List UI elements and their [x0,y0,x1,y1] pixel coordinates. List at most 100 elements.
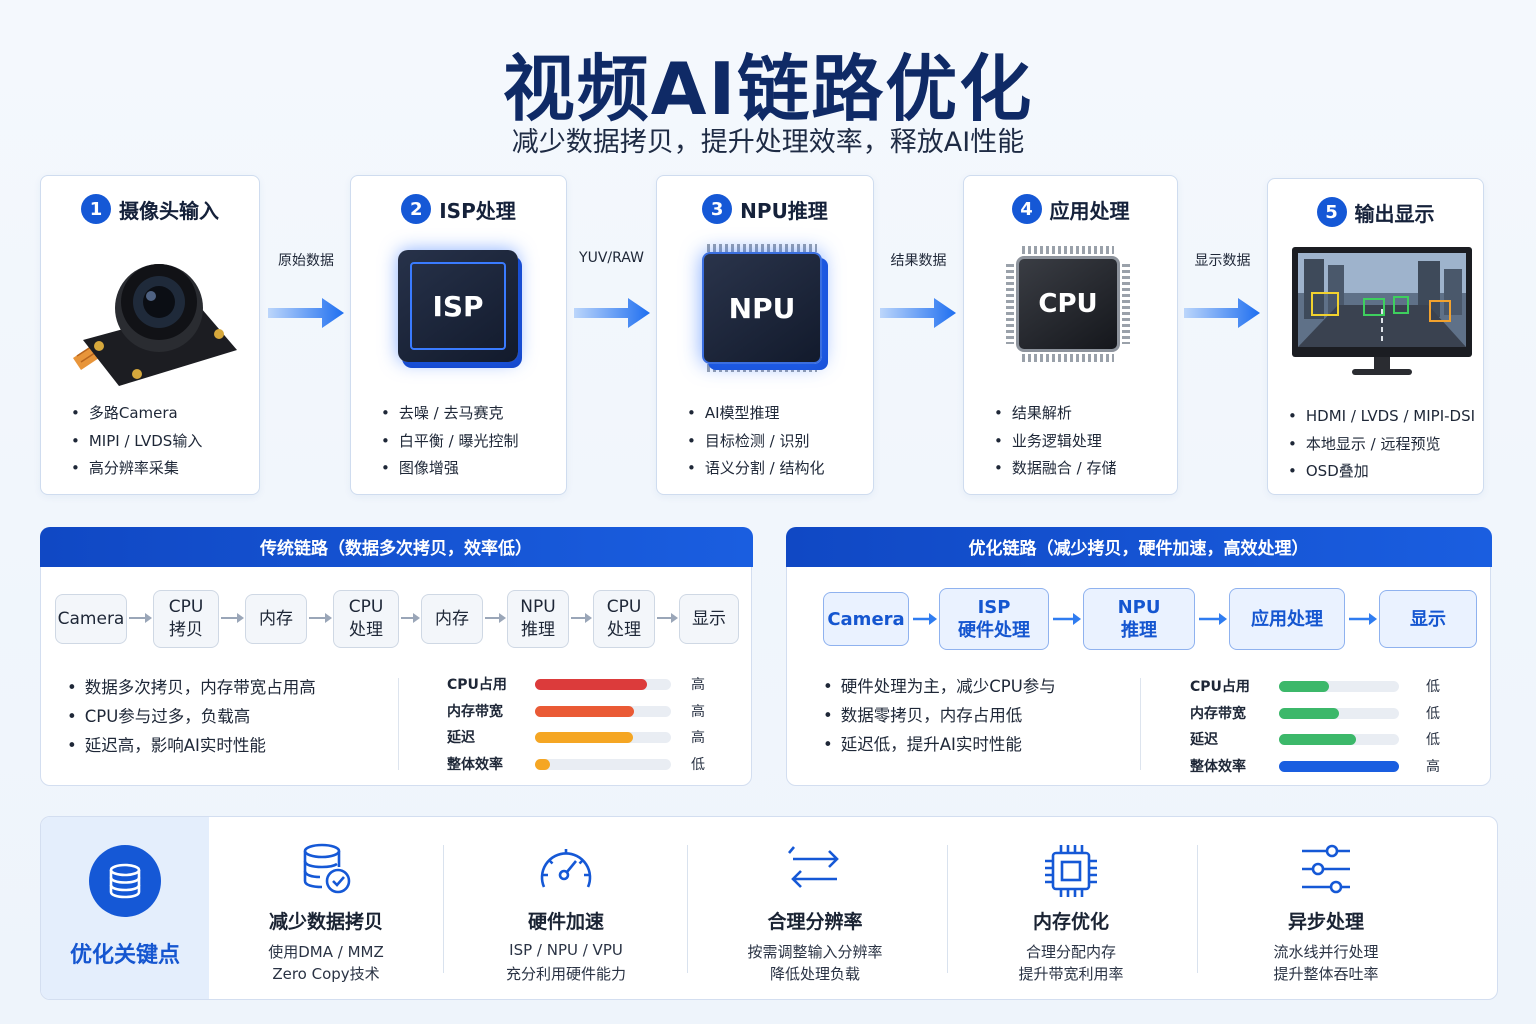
metric-bar-fill [535,679,647,690]
stage-card-display: 5 输出显示 HDMI / LVDS / MIPI-DSI 本地显示 / 远程预… [1267,178,1484,495]
metric-bar-track [535,732,671,743]
traditional-chain-title: 传统链路（数据多次拷贝，效率低） [39,526,753,567]
isp-chip-icon: ISP [398,250,518,362]
metric-label: 延迟 [1190,732,1218,748]
stage-title: ISP处理 [439,198,516,223]
metric-bar-track [1279,681,1399,692]
flow-arrow-icon [268,298,344,328]
stage-card-isp: 2 ISP处理 ISP 去噪 / 去马赛克 白平衡 / 曝光控制 图像增强 [350,175,567,495]
key-points-title: 优化关键点 [69,943,180,968]
metric-level: 低 [1426,732,1440,748]
metric-bar-track [535,705,671,717]
opt-node: 应用处理 [1229,588,1345,650]
step-number-badge: 1 [81,194,111,224]
flow-label-display: 显示数据 [1194,253,1251,269]
metric-level: 高 [691,677,705,693]
metric-label: CPU占用 [1190,679,1250,695]
optimized-chain-title: 优化链路（减少拷贝，硬件加速，高效处理） [785,526,1492,567]
metric-bar-track [1279,760,1399,772]
metric-bar-fill [1279,734,1356,745]
keypoint-item: 硬件加速 ISP / NPU / VPU 充分利用硬件能力 [451,817,681,999]
metric-bar-track [1279,734,1399,745]
flow-arrow-icon [574,298,650,328]
stage-card-camera: 1 摄像头输入 多路Camera MIPI / LVDS输入 高分辨率采集 [40,175,260,495]
metric-bar-fill [1279,707,1339,719]
metric-label: 延迟 [447,730,475,746]
database-check-icon [303,843,351,894]
divider [947,845,948,973]
metric-level: 高 [691,730,705,746]
metric-bar-fill [535,758,550,770]
flow-arrow-icon [880,298,956,328]
divider [398,678,399,770]
optimized-chain-panel: 优化链路（减少拷贝，硬件加速，高效处理） Camera ISP 硬件处理 NPU… [785,526,1492,786]
memory-chip-icon [1045,845,1097,897]
trad-node: 内存 [421,594,483,644]
metric-bar-track [535,758,671,770]
stage-bullets: 多路Camera MIPI / LVDS输入 高分辨率采集 [71,400,202,483]
flow-label-result: 结果数据 [890,253,947,269]
opt-node: NPU 推理 [1083,588,1195,650]
chain-arrows-icon [913,613,1377,625]
traditional-bullets: 数据多次拷贝，内存带宽占用高 CPU参与过多，负载高 延迟高，影响AI实时性能 [67,673,316,760]
keypoint-item: 合理分辨率 按需调整输入分辨率 降低处理负载 [697,817,933,999]
page-subtitle: 减少数据拷贝，提升处理效率，释放AI性能 [511,127,1025,158]
trad-node: 显示 [679,594,739,644]
step-number-badge: 3 [702,194,733,224]
stage-bullets: HDMI / LVDS / MIPI-DSI 本地显示 / 远程预览 OSD叠加 [1288,403,1475,486]
trad-node: NPU 推理 [507,590,569,648]
stage-title: 输出显示 [1354,201,1435,226]
metric-level: 低 [1426,705,1440,722]
metric-bar-track [535,679,671,690]
camera-module-icon [73,264,237,386]
keypoint-item: 异步处理 流水线并行处理 提升整体吞吐率 [1207,817,1445,999]
page-title: 视频AI链路优化 [502,47,1034,131]
stage-card-npu: 3 NPU推理 NPU AI模型推理 目标检测 / 识别 语义分割 / 结构化 [656,175,874,495]
metric-label: 内存带宽 [447,703,503,720]
stage-title: NPU推理 [740,198,828,223]
divider [1197,845,1198,973]
swap-arrows-icon [788,846,839,888]
keypoint-item: 减少数据拷贝 使用DMA / MMZ Zero Copy技术 [211,817,441,999]
trad-node: CPU 处理 [333,590,399,648]
step-number-badge: 5 [1316,197,1347,227]
stage-bullets: AI模型推理 目标检测 / 识别 语义分割 / 结构化 [687,400,825,483]
chain-arrows-icon [129,613,678,623]
trad-node: CPU 处理 [593,590,655,648]
flow-arrow-icon [1184,298,1260,328]
metric-bar-fill [535,705,635,717]
trad-node: CPU 拷贝 [153,590,219,648]
stage-title: 应用处理 [1049,198,1130,223]
divider [687,845,688,973]
flow-label-raw: 原始数据 [278,253,334,269]
optimized-bullets: 硬件处理为主，减少CPU参与 数据零拷贝，内存占用低 延迟低，提升AI实时性能 [823,672,1056,759]
metric-bar-fill [1279,681,1330,692]
stage-card-app: 4 应用处理 CPU 结果解析 业务逻辑处理 数据融合 / 存储 [963,175,1178,495]
stage-bullets: 结果解析 业务逻辑处理 数据融合 / 存储 [994,400,1117,483]
traditional-chain-panel: 传统链路（数据多次拷贝，效率低） Camera CPU 拷贝 内存 CPU 处理… [39,526,753,786]
flow-label-yuv: YUV/RAW [579,250,644,266]
metric-level: 高 [691,703,705,720]
metric-level: 低 [1426,679,1440,695]
key-points-header: 优化关键点 [41,817,209,999]
keypoint-item: 内存优化 合理分配内存 提升带宽利用率 [953,817,1189,999]
metric-bar-track [1279,707,1399,719]
metric-bar-fill [535,732,633,743]
stage-title: 摄像头输入 [119,198,219,223]
metric-bar-fill [1279,760,1399,772]
stage-bullets: 去噪 / 去马赛克 白平衡 / 曝光控制 图像增强 [381,400,519,483]
database-stack-icon [89,845,161,917]
opt-node: 显示 [1379,590,1477,648]
trad-node: 内存 [245,594,307,644]
opt-node: ISP 硬件处理 [939,588,1049,650]
trad-node: Camera [55,594,127,644]
sliders-icon [1302,844,1350,894]
step-number-badge: 4 [1011,194,1042,224]
step-number-badge: 2 [401,194,432,224]
divider [1140,678,1141,770]
metric-level: 高 [1426,758,1440,775]
divider [443,845,444,973]
npu-chip-icon: NPU [702,252,822,364]
key-points-bar: 优化关键点 减少数据拷贝 使用DMA / MMZ Zero Copy技术 硬件加… [40,816,1498,1000]
metric-label: 整体效率 [447,756,503,773]
